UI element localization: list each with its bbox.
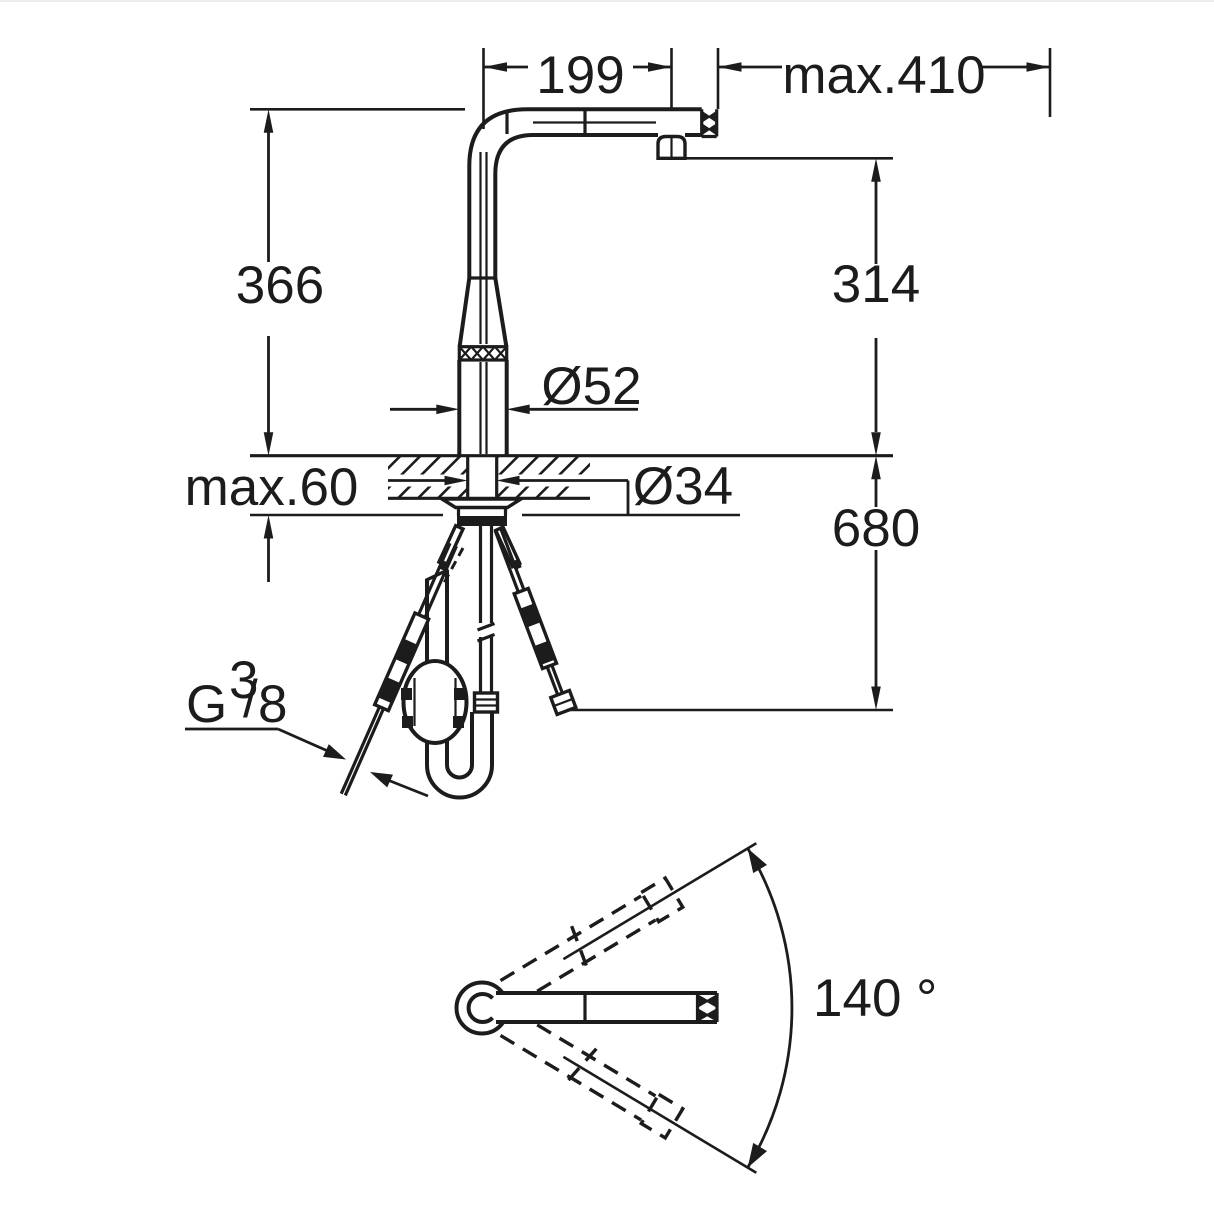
hose-loop-inner (445, 571, 474, 780)
faucet-side-view (457, 107, 719, 456)
dim-366-label: 366 (236, 256, 324, 315)
thread-callout: G 3 / 8 (185, 651, 429, 798)
spout-bar-fill (496, 993, 697, 1022)
spout-joints (505, 109, 587, 135)
body-taper (457, 277, 509, 348)
dim-680: 680 (832, 455, 920, 710)
mounting-shank (466, 455, 499, 499)
dim-680-label: 680 (832, 499, 920, 558)
thread-denominator: 8 (258, 675, 287, 734)
spout-end-hatch (699, 995, 716, 1021)
dim-max60-label: max.60 (185, 458, 359, 517)
top-extension-lines (482, 48, 1052, 129)
weight-clip-left-top (401, 688, 412, 700)
spout-inner-edge (493, 133, 658, 175)
dim-199: 199 (483, 46, 672, 105)
under-counter-assembly (339, 455, 578, 800)
pullout-hose (476, 526, 496, 693)
dim-140deg: 140 ° (562, 842, 937, 1174)
dim-314: 314 (832, 158, 920, 456)
dim-199-label: 199 (536, 46, 624, 105)
grip-band-pattern (458, 345, 508, 362)
hose-coupling (472, 691, 500, 714)
spout-bar-edges (496, 991, 717, 1024)
dim-314-label: 314 (832, 255, 920, 314)
dim-dia52: Ø52 (390, 357, 642, 416)
hose-loop-outer (425, 579, 494, 800)
thread-slash: / (243, 670, 258, 729)
faucet-top-view: 140 ° (454, 842, 937, 1174)
hose-coupling-lines (474, 698, 498, 707)
dim-max410: max.410 (718, 46, 1050, 105)
retraction-weight (401, 659, 469, 745)
mounting-nut (456, 507, 508, 516)
dim-dia34: Ø34 (388, 457, 733, 516)
dim-dia52-label: Ø52 (541, 357, 641, 416)
weight-clip-left-bottom (402, 716, 413, 728)
thread-numerator: 3 (229, 651, 258, 710)
dim-366: 366 (236, 109, 324, 456)
upper-tube (467, 166, 498, 278)
thread-g-label: G (186, 675, 227, 734)
supply-hose-right (493, 527, 578, 717)
supply-hose-left (339, 542, 458, 797)
weight-clip-right-top (454, 688, 465, 700)
aerator-hatch (703, 111, 716, 135)
dimension-annotations: 199 max.410 366 max.60 314 (185, 46, 1052, 798)
lower-body (457, 360, 509, 456)
internal-hose-lines (479, 121, 656, 454)
spout-end-cap (695, 993, 719, 1022)
base-inner-ring (466, 992, 495, 1024)
escutcheon-flange (436, 497, 527, 510)
weight-clip-right-bottom (453, 716, 464, 728)
aerator-cap (700, 109, 719, 139)
spout-outer-edge (467, 107, 702, 167)
dim-max410-label: max.410 (782, 46, 985, 105)
nut-seal-band (457, 516, 507, 526)
dim-140deg-label: 140 ° (813, 969, 937, 1028)
dim-max60: max.60 (185, 458, 359, 582)
dim-dia34-label: Ø34 (633, 457, 733, 516)
